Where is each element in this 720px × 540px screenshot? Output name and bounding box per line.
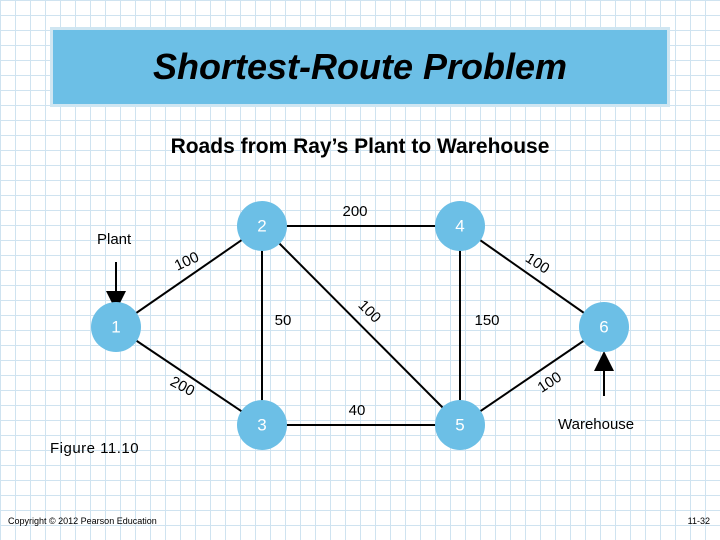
node-5 — [435, 400, 485, 450]
edge-label-1-3: 200 — [167, 373, 197, 400]
node-2 — [237, 201, 287, 251]
page-title: Shortest-Route Problem — [152, 46, 568, 87]
warehouse-label: Warehouse — [558, 416, 635, 433]
node-label-4: 4 — [455, 216, 464, 235]
edge-label-4-5: 150 — [474, 312, 499, 329]
figure-label: Figure 11.10 — [50, 440, 140, 457]
edge-label-2-3: 50 — [275, 312, 292, 329]
node-label-2: 2 — [257, 216, 266, 235]
subtitle: Roads from Ray’s Plant to Warehouse — [170, 135, 550, 158]
edge-1-3 — [115, 326, 263, 426]
plant-label: Plant — [97, 231, 132, 248]
edge-label-2-4: 200 — [342, 203, 367, 220]
title-banner: Shortest-Route Problem — [50, 27, 670, 107]
edge-5-6 — [459, 326, 605, 426]
edge-4-6 — [459, 225, 605, 328]
node-label-3: 3 — [257, 415, 266, 434]
edge-2-5 — [261, 225, 461, 426]
node-3 — [237, 400, 287, 450]
node-label-6: 6 — [599, 317, 608, 336]
node-label-5: 5 — [455, 415, 464, 434]
node-4 — [435, 201, 485, 251]
edge-1-2 — [115, 225, 263, 328]
edge-label-3-5: 40 — [349, 402, 366, 419]
edge-label-5-6: 100 — [535, 369, 565, 397]
copyright-text: Copyright © 2012 Pearson Education — [8, 516, 157, 526]
node-6 — [579, 302, 629, 352]
edge-label-2-5: 100 — [355, 297, 385, 327]
node-label-1: 1 — [111, 317, 120, 336]
node-1 — [91, 302, 141, 352]
page-number: 11-32 — [687, 516, 710, 526]
